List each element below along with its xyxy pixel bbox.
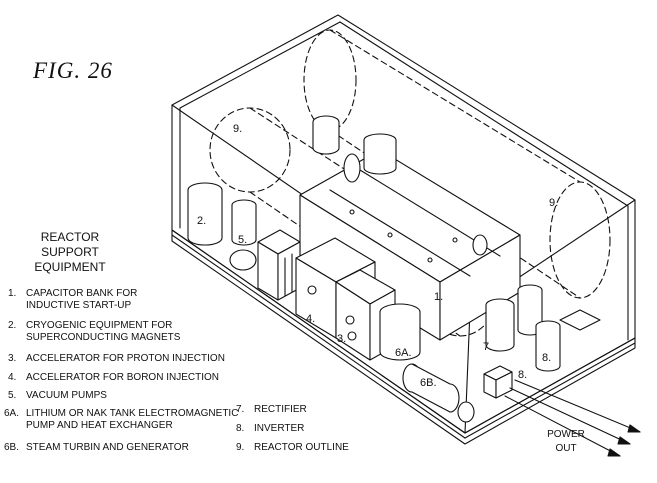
callout-8b: 8. bbox=[542, 352, 551, 364]
legend-item-text: RECTIFIER bbox=[254, 404, 307, 416]
legend-item-line: SUPERCONDUCTING MAGNETS bbox=[26, 332, 181, 343]
legend-item-number: 1. bbox=[8, 288, 17, 299]
power-out-line: OUT bbox=[555, 443, 577, 454]
callout-8a: 8. bbox=[518, 369, 527, 381]
legend-item-text: LITHIUM OR NAK TANK ELECTROMAGNETIC PUMP… bbox=[26, 408, 238, 432]
callout-5: 5. bbox=[238, 234, 247, 246]
legend-item-text: ACCELERATOR FOR PROTON INJECTION bbox=[26, 353, 225, 365]
legend-heading-line: SUPPORT bbox=[41, 245, 99, 259]
callout-1: 1. bbox=[434, 291, 443, 303]
legend-item-text: REACTOR OUTLINE bbox=[254, 442, 349, 454]
legend-item-line: CAPACITOR BANK FOR bbox=[26, 288, 138, 299]
callout-9b: 9. bbox=[549, 197, 558, 209]
legend-item-line: STEAM TURBIN AND GENERATOR bbox=[26, 442, 189, 453]
upper-components bbox=[312, 115, 488, 256]
inverters bbox=[483, 309, 601, 399]
legend-item-number: 6B. bbox=[4, 442, 20, 453]
legend-heading: REACTOR SUPPORT EQUIPMENT bbox=[20, 230, 120, 275]
legend-item-line: PUMP AND HEAT EXCHANGER bbox=[26, 420, 173, 431]
rectifier bbox=[485, 284, 543, 352]
legend-item-line: RECTIFIER bbox=[254, 404, 307, 415]
legend-item-text: CAPACITOR BANK FOR INDUCTIVE START-UP bbox=[26, 288, 137, 312]
legend-item-number: 7. bbox=[236, 404, 245, 415]
legend-item-number: 6A. bbox=[4, 408, 20, 419]
callout-2: 2. bbox=[197, 215, 206, 227]
legend-item-text: STEAM TURBIN AND GENERATOR bbox=[26, 442, 189, 454]
callout-6b: 6B. bbox=[420, 377, 437, 389]
legend-item-line: VACUUM PUMPS bbox=[26, 390, 107, 401]
legend-item-number: 5. bbox=[8, 390, 17, 401]
cryogenic-equipment bbox=[187, 182, 257, 271]
vacuum-pumps bbox=[257, 229, 301, 301]
legend-item-line: REACTOR OUTLINE bbox=[254, 442, 349, 453]
steam-turbine bbox=[402, 363, 475, 423]
callout-7: 7. bbox=[483, 341, 492, 353]
legend-item-line: ACCELERATOR FOR PROTON INJECTION bbox=[26, 353, 225, 364]
legend-item-number: 4. bbox=[8, 372, 17, 383]
legend-item-text: VACUUM PUMPS bbox=[26, 390, 107, 402]
legend-item-line: INDUCTIVE START-UP bbox=[26, 300, 132, 311]
power-out-arrows bbox=[504, 379, 641, 457]
legend-item-line: INVERTER bbox=[254, 423, 305, 434]
legend-item-number: 9. bbox=[236, 442, 245, 453]
legend-item-line: LITHIUM OR NAK TANK ELECTROMAGNETIC bbox=[26, 408, 239, 419]
legend-item-line: ACCELERATOR FOR BORON INJECTION bbox=[26, 372, 219, 383]
legend-item-text: INVERTER bbox=[254, 423, 304, 435]
legend-heading-line: EQUIPMENT bbox=[34, 260, 106, 274]
callout-3: 3. bbox=[337, 333, 346, 345]
power-out-line: POWER bbox=[547, 429, 585, 440]
callout-4: 4. bbox=[306, 313, 315, 325]
legend-item-number: 3. bbox=[8, 353, 17, 364]
accelerators bbox=[295, 237, 396, 361]
callout-6a: 6A. bbox=[395, 347, 412, 359]
legend-item-line: CRYOGENIC EQUIPMENT FOR bbox=[26, 320, 173, 331]
legend-item-number: 8. bbox=[236, 423, 245, 434]
legend-item-text: ACCELERATOR FOR BORON INJECTION bbox=[26, 372, 219, 384]
callout-9a: 9. bbox=[233, 123, 242, 135]
legend-heading-line: REACTOR bbox=[40, 230, 100, 244]
lithium-tank bbox=[379, 303, 421, 361]
figure-title: FIG. 26 bbox=[33, 58, 113, 83]
legend-item-number: 2. bbox=[8, 320, 17, 331]
power-out-label: POWER OUT bbox=[546, 428, 586, 456]
legend-item-text: CRYOGENIC EQUIPMENT FOR SUPERCONDUCTING … bbox=[26, 320, 180, 344]
